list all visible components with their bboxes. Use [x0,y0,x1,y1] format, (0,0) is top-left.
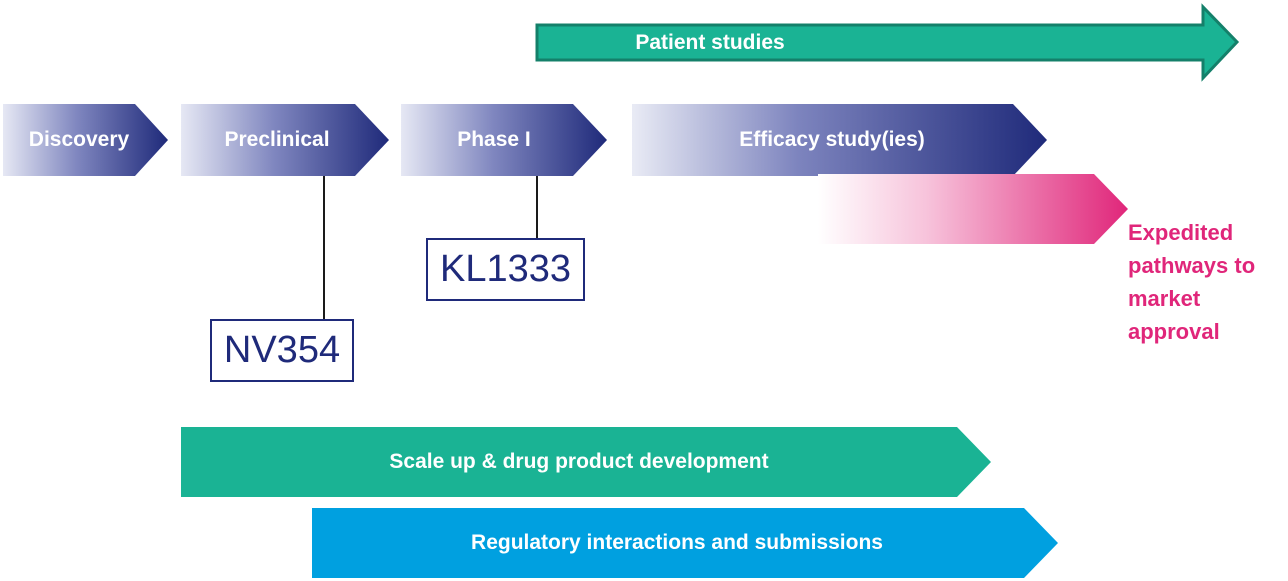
scale-up-arrow [181,427,991,497]
patient-studies-label: Patient studies [635,31,785,54]
phase1-arrow [401,104,607,176]
patient-studies-arrow [535,3,1240,82]
kl1333-connector [536,176,538,238]
expedited-line-1: Expedited [1128,220,1234,245]
regulatory-arrow [312,508,1058,578]
expedited-arrow [818,174,1128,244]
expedited-line-3: market [1128,286,1201,311]
expedited-line-4: approval [1128,319,1220,344]
nv354-box: NV354 [210,319,354,382]
nv354-connector [323,176,325,320]
efficacy-label: Efficacy study(ies) [739,128,925,151]
expedited-line-2: pathways to [1128,253,1256,278]
expedited-pathways-text: Expedited pathways to market approval [1128,216,1255,348]
regulatory-label: Regulatory interactions and submissions [471,531,883,554]
preclinical-label: Preclinical [224,128,330,151]
kl1333-box: KL1333 [426,238,585,301]
discovery-arrow [3,104,168,176]
preclinical-arrow [181,104,389,176]
phase1-label: Phase I [457,128,531,151]
scale-up-label: Scale up & drug product development [389,450,769,473]
efficacy-arrow [632,104,1047,176]
discovery-label: Discovery [28,128,130,151]
